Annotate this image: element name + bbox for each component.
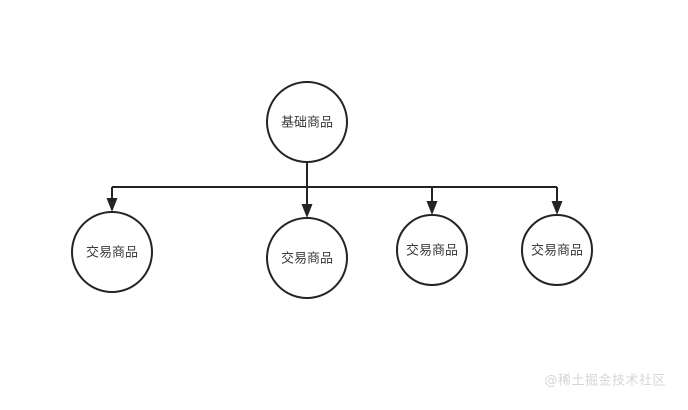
node-root[interactable]: 基础商品 bbox=[266, 81, 348, 163]
arrowhead-child-4 bbox=[551, 201, 563, 215]
arrowhead-child-1 bbox=[106, 198, 118, 212]
node-child-2[interactable]: 交易商品 bbox=[266, 217, 348, 299]
child-node-3-circle[interactable] bbox=[396, 214, 468, 286]
child-node-2-label: 交易商品 bbox=[281, 251, 333, 267]
arrowhead-child-3 bbox=[426, 201, 438, 215]
node-child-4[interactable]: 交易商品 bbox=[521, 214, 593, 286]
node-child-1[interactable]: 交易商品 bbox=[71, 211, 153, 293]
root-node-label: 基础商品 bbox=[281, 116, 333, 131]
node-child-3[interactable]: 交易商品 bbox=[396, 214, 468, 286]
child-node-3-label: 交易商品 bbox=[406, 243, 458, 259]
child-node-1-label: 交易商品 bbox=[86, 245, 138, 261]
arrowhead-child-2 bbox=[301, 204, 313, 218]
edge-group bbox=[106, 162, 563, 218]
child-node-1-circle[interactable] bbox=[71, 211, 153, 293]
watermark: @稀土掘金技术社区 bbox=[544, 373, 666, 389]
child-node-4-circle[interactable] bbox=[521, 214, 593, 286]
child-node-2-circle[interactable] bbox=[266, 217, 348, 299]
root-node-circle[interactable] bbox=[266, 81, 348, 163]
child-node-4-label: 交易商品 bbox=[531, 243, 583, 259]
